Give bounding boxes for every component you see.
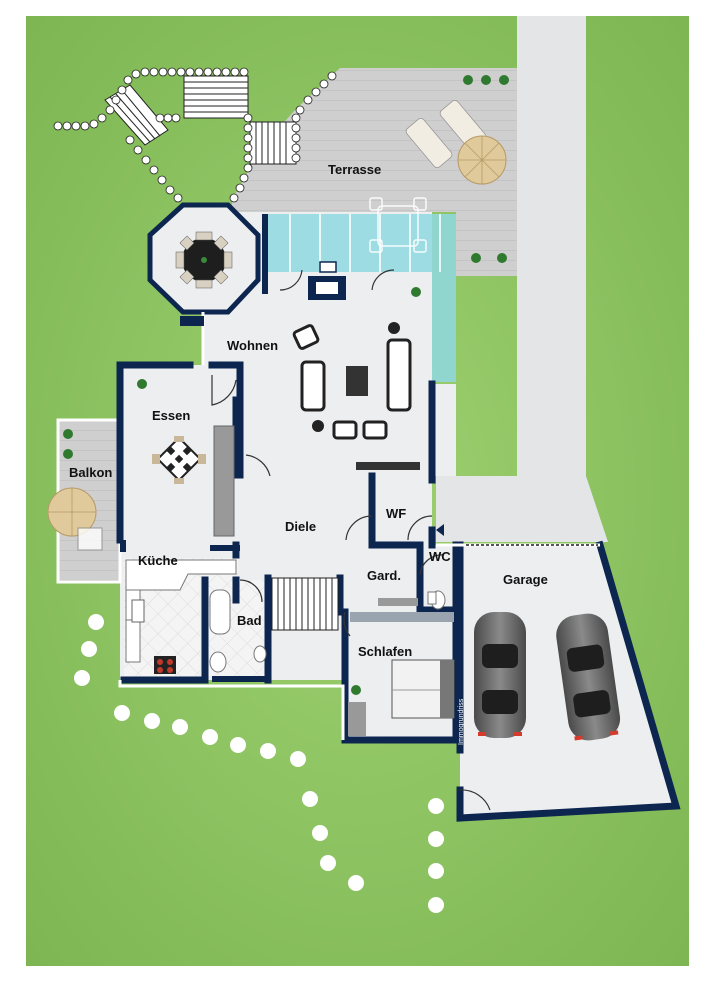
label-bad: Bad	[237, 613, 262, 628]
terrace-table	[369, 197, 427, 253]
garderobe-shelf	[378, 598, 418, 606]
side-table	[388, 322, 400, 334]
balcony-plants	[63, 429, 73, 459]
side-table-2	[312, 420, 324, 432]
sideboard-essen	[213, 425, 235, 537]
watermark-text: Immogrundriss	[458, 698, 465, 745]
living-sofas	[292, 324, 412, 440]
label-terrasse: Terrasse	[328, 162, 381, 177]
desk-schlafen	[348, 702, 366, 736]
label-gard: Gard.	[367, 568, 401, 583]
glass-roof	[266, 214, 456, 272]
label-wohnen: Wohnen	[227, 338, 278, 353]
wall-blocks	[120, 214, 268, 682]
interior-stairs	[271, 577, 339, 631]
terrace-plants	[411, 75, 509, 297]
balustrade-dots	[53, 67, 337, 203]
garage-apron	[436, 476, 608, 542]
driveway	[517, 16, 586, 476]
balcony-umbrella-ribs	[48, 488, 96, 536]
car-left	[474, 612, 526, 738]
coffee-table	[346, 366, 368, 396]
wc-fixtures	[427, 590, 446, 610]
plant-schlafen	[351, 685, 361, 695]
kitchen-sink	[131, 599, 145, 623]
stove-burners	[157, 659, 173, 673]
umbrella-ribs	[458, 136, 506, 184]
wardrobe	[350, 612, 454, 622]
label-schlafen: Schlafen	[358, 644, 412, 659]
entrance-arrow	[436, 524, 444, 536]
fireplace	[308, 261, 346, 300]
doors	[211, 269, 491, 811]
label-kueche: Küche	[138, 553, 178, 568]
essen-dining-table	[152, 436, 206, 484]
label-diele: Diele	[285, 519, 316, 534]
label-essen: Essen	[152, 408, 190, 423]
plant-essen	[137, 379, 147, 389]
label-balkon: Balkon	[69, 465, 112, 480]
outdoor-stair-treads	[109, 81, 287, 164]
walls	[116, 361, 681, 822]
glass-side	[432, 272, 456, 382]
label-wc: WC	[429, 549, 451, 564]
car-right	[556, 613, 621, 741]
balcony-table	[77, 527, 103, 551]
bath-fixtures	[209, 589, 267, 673]
garden-stepping-stones	[74, 614, 444, 913]
label-garage: Garage	[503, 572, 548, 587]
label-wf: WF	[386, 506, 406, 521]
bed	[391, 659, 455, 719]
round-dining-table	[175, 231, 233, 289]
tv-sideboard	[356, 462, 420, 470]
